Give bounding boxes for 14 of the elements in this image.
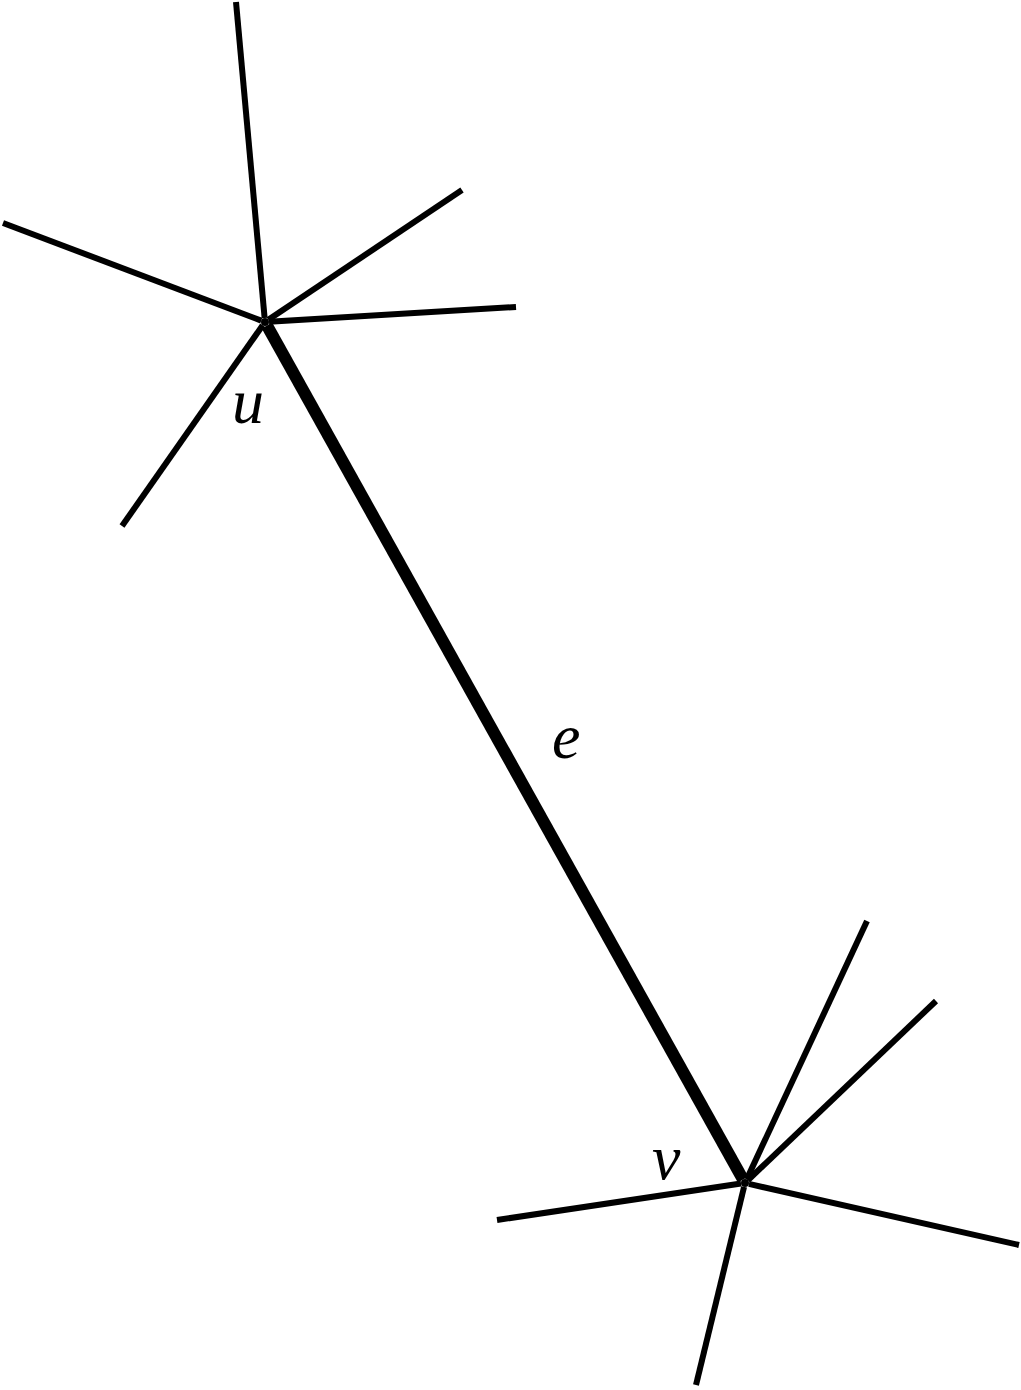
vertex-label: u <box>232 370 264 434</box>
vertex-dot <box>741 1179 749 1187</box>
line <box>1 220 263 324</box>
line <box>693 1186 747 1386</box>
edge-line <box>261 322 749 1183</box>
line <box>119 323 266 528</box>
vertex-dot <box>261 318 269 326</box>
line <box>268 304 517 325</box>
line <box>745 998 939 1183</box>
line <box>496 1180 742 1223</box>
line <box>233 1 268 319</box>
line <box>748 1180 1020 1248</box>
line <box>743 919 870 1181</box>
vertex-label: v <box>652 1126 681 1190</box>
